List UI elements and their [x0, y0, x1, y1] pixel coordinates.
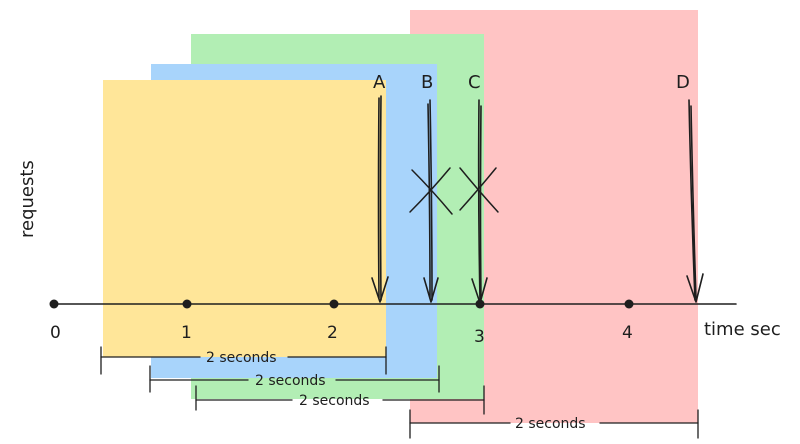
- span-bracket-blue: [149, 365, 440, 393]
- span-label-yellow: 2 seconds: [206, 350, 277, 366]
- request-arrow-d: [686, 99, 704, 303]
- tick-dot-4: [624, 299, 634, 309]
- span-bracket-red: [409, 409, 699, 439]
- request-label-c: C: [468, 72, 481, 93]
- tick-label-0: 0: [50, 323, 61, 343]
- span-bracket-green: [195, 385, 485, 415]
- tick-label-4: 4: [622, 323, 633, 343]
- tick-label-3: 3: [474, 327, 485, 347]
- tick-label-2: 2: [327, 323, 338, 343]
- tick-dot-3: [475, 299, 485, 309]
- request-label-a: A: [373, 72, 386, 93]
- tick-dot-0: [49, 299, 59, 309]
- span-bracket-yellow: [100, 346, 387, 375]
- rejected-cross-c: [459, 167, 499, 213]
- y-axis-label: requests: [17, 160, 38, 238]
- request-arrow-c: [471, 99, 488, 304]
- rejected-cross-b: [409, 167, 453, 215]
- request-label-b: B: [421, 72, 433, 93]
- span-label-green: 2 seconds: [299, 393, 370, 409]
- tick-dot-1: [182, 299, 192, 309]
- tick-dot-2: [329, 299, 339, 309]
- span-label-blue: 2 seconds: [255, 373, 326, 389]
- tick-label-1: 1: [181, 323, 192, 343]
- x-axis-label: time sec: [704, 319, 781, 340]
- window-yellow: [103, 80, 386, 357]
- request-label-d: D: [676, 72, 690, 93]
- request-arrow-a: [371, 95, 389, 303]
- span-label-red: 2 seconds: [515, 416, 586, 432]
- request-arrow-b: [423, 99, 439, 303]
